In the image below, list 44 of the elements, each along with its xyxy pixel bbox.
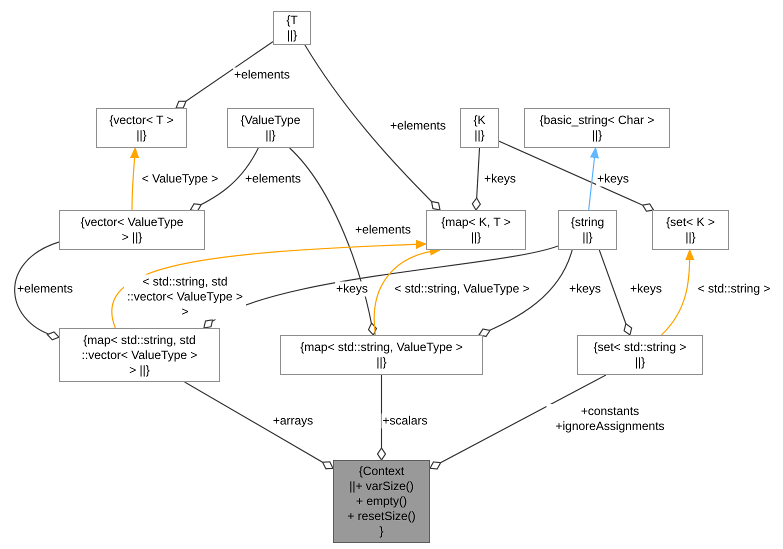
edge-label: < std::string >: [696, 282, 772, 296]
class-box: [96, 108, 187, 148]
class-box: [426, 210, 526, 250]
class-box: [273, 11, 311, 45]
member-text: + resetSize(): [346, 509, 417, 524]
edge-label: +keys: [568, 282, 602, 296]
class-box: [280, 335, 483, 375]
class-name: {basic_string< Char > ||}: [539, 113, 655, 143]
class-box: [524, 108, 670, 148]
edge-label: < ValueType >: [140, 172, 220, 186]
focus-class-box: [333, 460, 430, 543]
class-name: {map< K, T > ||}: [441, 215, 511, 245]
class-name: {vector< T > ||}: [108, 113, 175, 143]
class-name: {vector< ValueType > ||}: [80, 215, 184, 245]
edge-label: +keys: [483, 172, 517, 186]
edge-label: +keys: [596, 172, 630, 186]
edge-label: < std::string, ValueType >: [393, 282, 531, 296]
class-box: [59, 328, 220, 382]
edge-label: +keys: [335, 282, 369, 296]
class-box: [460, 108, 499, 148]
class-box: [227, 108, 314, 148]
class-box: [558, 210, 617, 250]
class-name: {map< std::string, std ::vector< ValueType > > ||}: [80, 332, 198, 378]
class-name: {map< std::string, ValueType > ||}: [300, 340, 464, 370]
edge-label: < std::string, std ::vector< ValueType > >: [124, 274, 246, 320]
class-name: {set< K > ||}: [665, 215, 716, 245]
class-name: {K ||}: [472, 113, 486, 143]
edge-label: +keys: [629, 282, 663, 296]
class-box: [652, 210, 729, 250]
edge-label: +scalars: [381, 414, 429, 428]
class-box: [59, 210, 205, 250]
member-text: ||+ varSize(): [348, 479, 415, 494]
class-box: [577, 335, 703, 375]
class-name: {T ||}: [285, 13, 299, 43]
connector-arrow: [588, 148, 599, 210]
connector-arrow: [111, 240, 426, 328]
connector-arrow: [660, 250, 694, 336]
member-text: + empty(): [354, 494, 408, 509]
member-text: }: [378, 524, 384, 539]
class-name: {set< std::string > ||}: [592, 340, 688, 370]
class-name: {ValueType ||}: [240, 113, 302, 143]
class-name: {Context: [358, 464, 406, 479]
class-name: {string ||}: [570, 215, 606, 245]
connector-arrow: [130, 148, 140, 210]
